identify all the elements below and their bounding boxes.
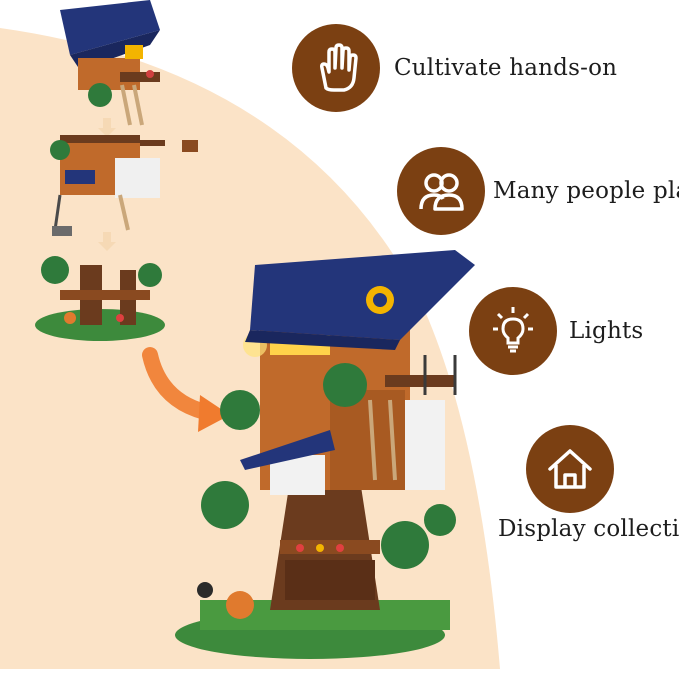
build-step-roof <box>60 0 160 126</box>
feature-display <box>526 425 614 513</box>
orange-arrow <box>142 347 213 420</box>
feature-label-display: Display collection <box>498 516 679 542</box>
feature-many-people: Many people play <box>397 147 679 235</box>
build-step-middle <box>50 135 198 236</box>
step-arrow-2 <box>98 232 116 251</box>
feature-label-lights: Lights <box>569 318 644 344</box>
feature-label-many-people: Many people play <box>493 178 679 204</box>
orange-arrowhead <box>198 395 230 432</box>
build-step-base <box>35 256 165 341</box>
feature-label-hands-on: Cultivate hands-on <box>394 55 618 81</box>
feature-lights: Lights <box>469 287 643 375</box>
feature-hands-on: Cultivate hands-on <box>292 24 617 112</box>
house-icon <box>526 425 614 513</box>
assembled-treehouse <box>175 250 475 659</box>
hand-icon <box>292 24 380 112</box>
step-arrow-1 <box>98 118 116 137</box>
lightbulb-icon <box>469 287 557 375</box>
people-icon <box>397 147 485 235</box>
